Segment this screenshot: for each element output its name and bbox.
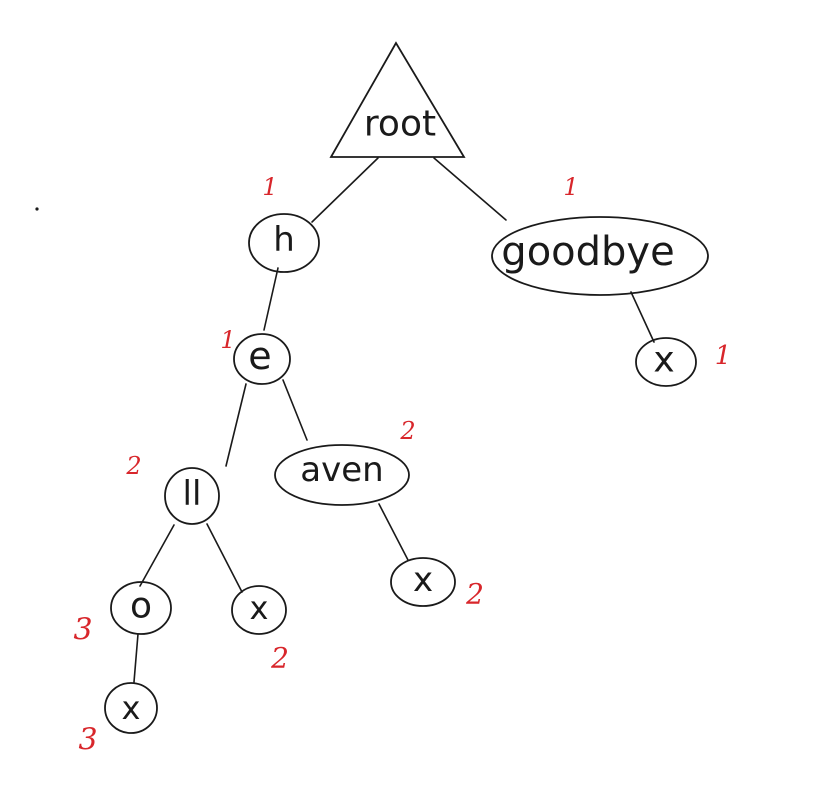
node-aven: aven 2 [274, 417, 416, 506]
node-o-x-label: x [122, 689, 141, 727]
node-h-count: 1 [262, 173, 277, 201]
node-ll-x-count: 2 [270, 642, 289, 675]
edge-e-aven [282, 379, 308, 441]
node-o-shape [110, 581, 172, 635]
edge-e-ll [225, 383, 247, 467]
node-aven-x-label: x [413, 560, 433, 600]
node-o-x-shape [104, 682, 158, 734]
node-ll-x-shape [231, 585, 287, 635]
node-goodbye-label: goodbye [501, 229, 674, 275]
node-ll: ll 2 [125, 452, 220, 525]
edge-h-e [263, 267, 279, 331]
edge-ll-x [206, 523, 243, 593]
node-aven-count: 2 [399, 417, 415, 445]
node-aven-shape [274, 444, 410, 506]
node-goodbye-count: 1 [563, 173, 578, 201]
node-goodbye-x-label: x [653, 340, 674, 381]
edge-goodbye-x [630, 291, 655, 343]
node-aven-label: aven [300, 450, 383, 490]
edge-o-x [133, 633, 139, 683]
node-o-count: 3 [73, 613, 92, 648]
edge-aven-x [378, 503, 409, 561]
node-o-label: o [130, 586, 152, 627]
root-label: root [364, 104, 436, 145]
node-e-label: e [248, 334, 271, 378]
edges [133, 157, 655, 683]
node-ll-x-label: x [250, 589, 269, 627]
node-ll-count: 2 [125, 452, 141, 480]
node-o-x: x 3 [78, 682, 158, 758]
node-aven-x-count: 2 [465, 578, 484, 611]
node-o-x-count: 3 [78, 723, 97, 758]
node-e-shape [233, 333, 291, 385]
node-goodbye-x-count: 1 [715, 341, 732, 371]
node-ll-shape [164, 467, 220, 525]
edge-root-goodbye [433, 157, 507, 221]
node-ll-label: ll [183, 474, 202, 514]
node-e-count: 1 [220, 326, 235, 354]
node-h-label: h [273, 220, 295, 260]
node-e: e 1 [220, 326, 291, 385]
node-aven-x: x 2 [390, 557, 484, 611]
stray-pen-mark [35, 207, 39, 211]
edge-root-h [311, 157, 379, 223]
root-node: root [329, 41, 466, 158]
node-ll-x: x 2 [231, 585, 289, 675]
node-goodbye-shape [491, 216, 709, 296]
root-triangle [329, 41, 466, 158]
node-h-shape [248, 213, 320, 273]
node-o: o 3 [73, 581, 172, 648]
node-goodbye-x: x 1 [635, 337, 732, 387]
edge-ll-o [139, 524, 175, 587]
node-aven-x-shape [390, 557, 456, 607]
node-goodbye: goodbye 1 [491, 173, 709, 296]
node-goodbye-x-shape [635, 337, 697, 387]
node-h: h 1 [248, 173, 320, 273]
